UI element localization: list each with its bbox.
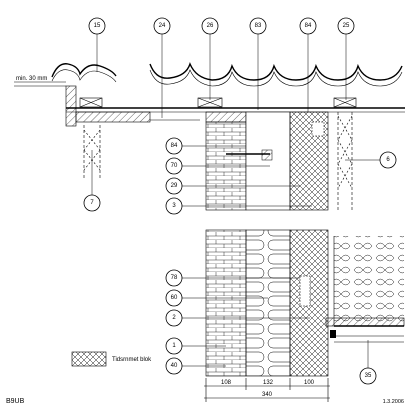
- callout-6: [379, 151, 397, 169]
- callout-40-text: 40: [171, 363, 178, 369]
- roof-tile-left: [51, 63, 117, 78]
- callout-70-text: 70: [171, 163, 178, 169]
- main-roof-section: 24 26 83 84 25: [149, 17, 405, 121]
- callout-1-text: 1: [172, 343, 176, 349]
- callout-84: [165, 137, 183, 155]
- batten-main-2: [333, 97, 357, 108]
- callout-29-text: 29: [171, 183, 178, 189]
- dim-100: 100: [304, 380, 315, 386]
- callout-25: [337, 17, 355, 35]
- callout-70: [165, 157, 183, 175]
- interior-insulation: [334, 236, 404, 326]
- callout-84-top: [299, 17, 317, 35]
- min-30mm-label: min. 30 mm: [16, 76, 47, 82]
- callout-78-text: 78: [171, 275, 178, 281]
- callout-83: [249, 17, 267, 35]
- callout-1: [165, 337, 183, 355]
- callout-15-text: 15: [94, 23, 101, 29]
- callout-3: [165, 197, 183, 215]
- roof-tile-left-under: [51, 69, 117, 83]
- dim-132: 132: [263, 380, 274, 386]
- fascia-block: [65, 85, 77, 127]
- callout-29: [165, 177, 183, 195]
- callout-78: [165, 269, 183, 287]
- dim-108: 108: [221, 380, 232, 386]
- callout-24-text: 24: [159, 23, 166, 29]
- legend: Tidsrnmet blok: [71, 351, 152, 367]
- callout-40: [165, 357, 183, 375]
- callout-26-text: 26: [207, 23, 214, 29]
- callout-60: [165, 289, 183, 307]
- callout-15: [88, 17, 106, 35]
- brick-outer-leaf-lower: [205, 229, 247, 377]
- callout-35: [359, 367, 377, 385]
- drawing-date: 1.3.2006: [383, 399, 404, 405]
- legend-swatch: [71, 351, 107, 367]
- drawing-code: B9UB: [6, 398, 25, 405]
- legend-text: Tidsrnmet blok: [112, 357, 152, 363]
- callout-2: [165, 309, 183, 327]
- dim-340: 340: [262, 392, 273, 398]
- roof-tiles-main-under: [149, 69, 403, 87]
- callout-2-text: 2: [172, 315, 176, 321]
- callout-24: [153, 17, 171, 35]
- upper-wall-section: 84 70 29 3 6: [165, 111, 397, 215]
- roof-tiles-main: [149, 62, 403, 81]
- lower-wall-section: 78 60 2 1 40 35: [165, 229, 405, 385]
- callout-60-text: 60: [171, 295, 178, 301]
- callout-3-text: 3: [172, 203, 176, 209]
- callout-6-text: 6: [386, 157, 390, 163]
- callout-26: [201, 17, 219, 35]
- callout-84-text: 84: [171, 143, 178, 149]
- callout-35-text: 35: [365, 373, 372, 379]
- callout-84-top-text: 84: [305, 23, 312, 29]
- callout-7-text: 7: [90, 200, 94, 206]
- insulation-blocks-lower: [245, 229, 291, 377]
- callout-83-text: 83: [255, 23, 262, 29]
- soffit-hatch: [75, 111, 151, 123]
- dimension-lines: 108 132 100 340: [204, 378, 330, 402]
- callout-25-text: 25: [343, 23, 350, 29]
- callout-7: [83, 194, 101, 212]
- cavity-upper: [245, 111, 291, 211]
- left-eave-detail: min. 30 mm 15 7: [14, 17, 151, 212]
